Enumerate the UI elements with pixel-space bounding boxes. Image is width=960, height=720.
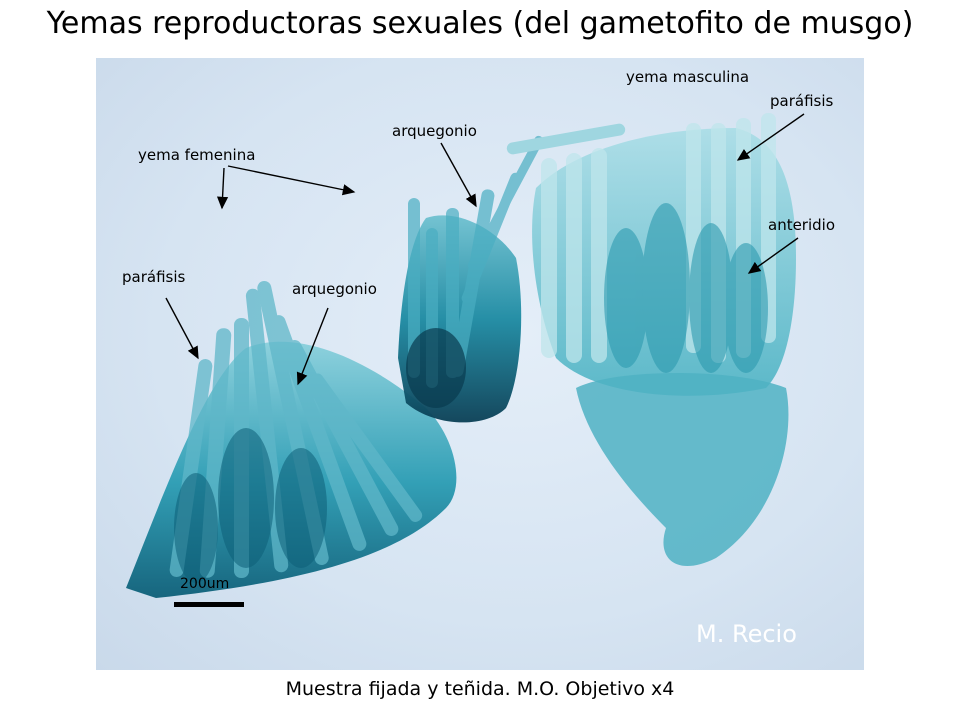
arrow-parafisis-left [165,297,199,360]
label-parafisis-right: paráfisis [770,92,834,110]
label-parafisis-left: paráfisis [122,268,186,286]
arrow-arquegonio-left [296,307,329,386]
author-signature: M. Recio [696,620,797,648]
micrograph: yema femenina arquegonio paráfisis arque… [96,58,864,670]
female-bud-left [126,281,457,598]
micrograph-drawing [126,113,805,607]
label-yema-masculina: yema masculina [626,68,750,86]
arrow-arquegonio-top [440,142,477,208]
scale-bar [174,602,244,607]
arrow-yema-femenina-right [227,165,356,196]
label-arquegonio-top: arquegonio [392,122,477,140]
figure-caption: Muestra fijada y teñida. M.O. Objetivo x… [285,678,675,700]
figure-title: Yemas reproductoras sexuales (del gameto… [46,6,914,41]
arrow-anteridio [747,237,799,274]
female-bud-middle [398,123,626,423]
arrow-yema-femenina-left [216,167,229,210]
label-anteridio: anteridio [768,216,836,234]
label-yema-femenina: yema femenina [138,146,256,164]
label-arquegonio-left: arquegonio [292,280,377,298]
arrow-parafisis-right [736,113,805,161]
male-bud-right [532,113,796,567]
annotation-arrows [165,113,805,386]
scale-bar-label: 200um [180,576,230,592]
